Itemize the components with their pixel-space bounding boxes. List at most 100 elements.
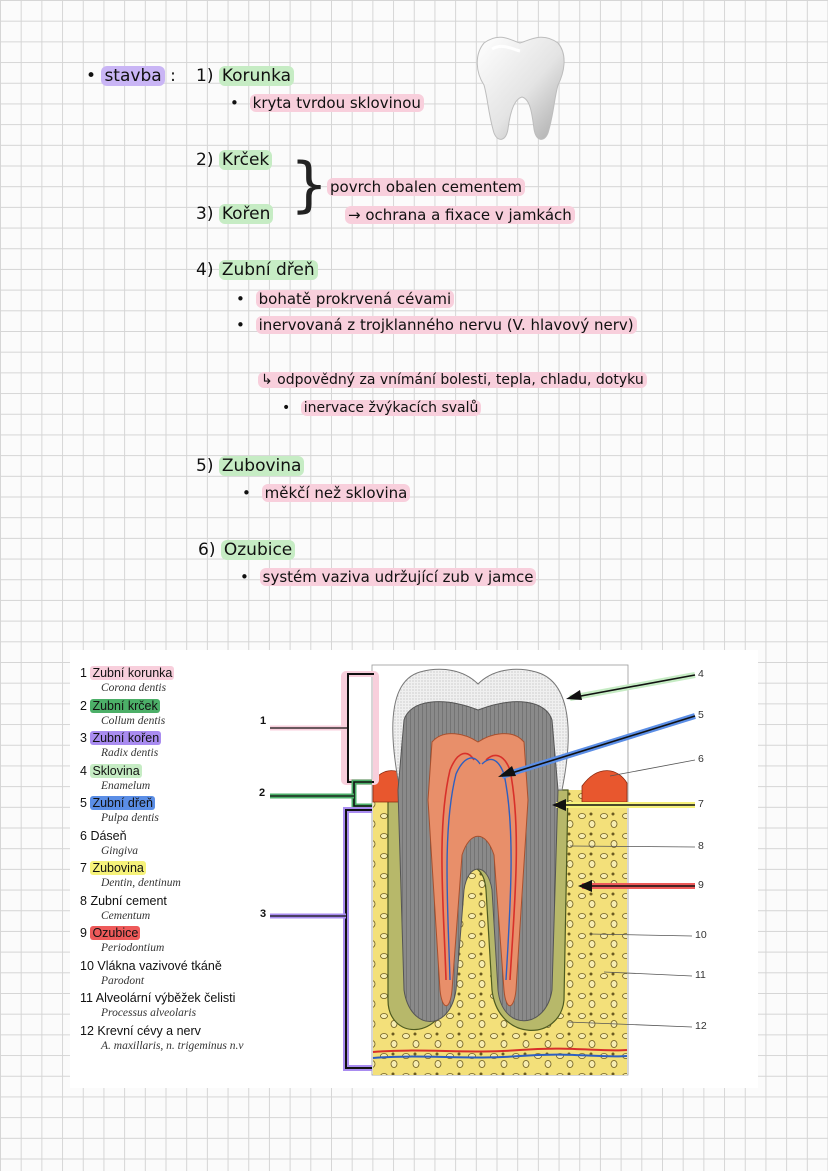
legend-item-label: Sklovina — [90, 763, 142, 778]
legend-item-label: Zubní krček — [90, 698, 160, 713]
section-1-bullet-1-text: kryta tvrdou sklovinou — [249, 94, 424, 112]
legend-item-label: Ozubice — [90, 926, 141, 940]
legend-item-number: 3 — [80, 731, 91, 745]
section-6-bullet-1-text: systém vaziva udržující zub v jamce — [259, 568, 537, 586]
heading-sep: : — [170, 66, 176, 86]
bracket-3 — [270, 807, 372, 1071]
legend-item-10: 10 Vlákna vazivové tkáně — [80, 959, 222, 973]
legend-item-label: Zubní korunka — [90, 666, 175, 680]
legend-item-label: Zubní kořen — [90, 731, 162, 745]
legend-item-latin: Parodont — [101, 974, 145, 987]
section-6-title: Ozubice — [220, 540, 296, 560]
section-5-num: 5) — [196, 456, 214, 476]
callout-11: 11 — [695, 969, 706, 981]
legend-item-12: 12 Krevní cévy a nerv — [80, 1024, 201, 1038]
callout-line-4 — [566, 672, 696, 701]
legend-item-number: 9 — [80, 926, 91, 940]
section-5-bullet-1-text: měkčí než sklovina — [261, 484, 411, 502]
legend-item-label: Zubní dřeň — [90, 796, 155, 810]
callout-line-11 — [603, 971, 693, 977]
vessel-red-2 — [485, 754, 518, 981]
callout-line-7 — [552, 799, 695, 811]
section-5-bullet-1: měkčí než sklovina — [242, 484, 411, 502]
heading-text: stavba — [101, 66, 165, 86]
vessel-blue-2 — [481, 758, 512, 981]
bracket-label-1: 1 — [260, 715, 267, 727]
heading-bullet: • — [86, 66, 97, 86]
callout-9: 9 — [698, 879, 704, 891]
section-4-title: Zubní dřeň — [218, 260, 318, 280]
section-4-sub-2: inervace žvýkacích svalů — [282, 400, 482, 416]
section-23-line-2-text: → ochrana a fixace v jamkách — [345, 206, 575, 224]
legend-item-latin: Periodontium — [101, 942, 165, 954]
section-3-num: 3) — [196, 204, 214, 224]
legend-item-latin: Cementum — [101, 909, 151, 922]
gum-right — [581, 770, 628, 803]
section-4-sub-2-text: inervace žvýkacích svalů — [300, 400, 482, 416]
heading: • stavba : — [86, 66, 176, 86]
callout-line-5 — [498, 713, 696, 779]
callout-6: 6 — [698, 753, 704, 765]
legend-item-latin: Corona dentis — [101, 682, 167, 694]
section-2-num: 2) — [196, 150, 214, 170]
legend-item-latin: Dentin, dentinum — [101, 877, 181, 889]
legend-item-number: 2 — [80, 698, 91, 713]
section-4-bullet-1-text: bohatě prokrvená cévami — [255, 290, 455, 308]
bracket-label-3: 3 — [260, 908, 267, 920]
section-1-num: 1) — [196, 66, 214, 86]
legend-item-2: 2 Zubní krček — [80, 698, 160, 713]
vessel-red-1 — [441, 752, 475, 981]
callout-12: 12 — [695, 1020, 707, 1032]
callout-5: 5 — [698, 709, 704, 721]
callout-7: 7 — [698, 798, 704, 810]
vessel-base-red — [372, 1047, 628, 1053]
section-23-line-1-text: povrch obalen cementem — [327, 178, 526, 196]
callout-line-8 — [569, 845, 696, 848]
section-6-num: 6) — [198, 540, 216, 560]
callout-10: 10 — [695, 929, 707, 941]
callout-line-12 — [567, 1021, 693, 1028]
section-4-bullet-2: inervovaná z trojklanného nervu (V. hlav… — [236, 316, 637, 334]
section-6-bullet-1: systém vaziva udržující zub v jamce — [240, 568, 537, 586]
legend-item-9: 9 Ozubice — [80, 926, 141, 940]
curly-brace: } — [290, 150, 329, 220]
callout-4: 4 — [698, 668, 704, 680]
section-1-title: Korunka — [218, 66, 295, 86]
legend-item-latin: A. maxillaris, n. trigeminus n.v — [101, 1039, 244, 1052]
legend-item-4: 4 Sklovina — [80, 763, 142, 778]
section-3-title: Kořen — [218, 204, 274, 224]
section-6: 6) Ozubice — [198, 540, 296, 560]
section-1-bullet-1: kryta tvrdou sklovinou — [230, 94, 424, 112]
section-4-sub-1-text: ↳ odpovědný za vnímání bolesti, tepla, c… — [258, 372, 647, 388]
legend-item-number: 5 — [80, 796, 91, 810]
legend-item-label: Vlákna vazivové tkáně — [97, 958, 222, 973]
legend-item-8: 8 Zubní cement — [80, 894, 167, 908]
legend-item-number: 11 — [80, 991, 96, 1005]
legend-item-latin: Radix dentis — [101, 747, 159, 759]
section-4-bullet-1: bohatě prokrvená cévami — [236, 290, 455, 308]
legend-item-latin: Pulpa dentis — [101, 812, 159, 824]
legend-item-label: Krevní cévy a nerv — [97, 1023, 201, 1038]
legend-item-latin: Gingiva — [101, 844, 139, 857]
section-23-line-2: → ochrana a fixace v jamkách — [345, 206, 575, 224]
legend-item-label: Zubovina — [90, 861, 146, 875]
legend-item-latin: Collum dentis — [101, 714, 166, 727]
section-1: 1) Korunka — [196, 66, 295, 86]
legend-item-label: Alveolární výběžek čelisti — [95, 991, 236, 1005]
legend-item-11: 11 Alveolární výběžek čelisti — [80, 991, 235, 1005]
legend-item-number: 6 — [80, 828, 91, 843]
legend-item-label: Zubní cement — [90, 893, 167, 908]
section-2-title: Krček — [218, 150, 273, 170]
callout-line-6 — [609, 759, 696, 777]
legend-item-5: 5 Zubní dřeň — [80, 796, 155, 810]
tooth-cross-section — [270, 664, 696, 1076]
bracket-label-2: 2 — [259, 787, 266, 799]
section-4-num: 4) — [196, 260, 214, 280]
legend-item-number: 4 — [80, 763, 91, 778]
legend-item-1: 1 Zubní korunka — [80, 666, 175, 680]
pulp — [427, 733, 529, 1007]
bracket-1 — [270, 671, 379, 785]
section-5: 5) Zubovina — [196, 456, 305, 476]
section-5-title: Zubovina — [218, 456, 305, 476]
